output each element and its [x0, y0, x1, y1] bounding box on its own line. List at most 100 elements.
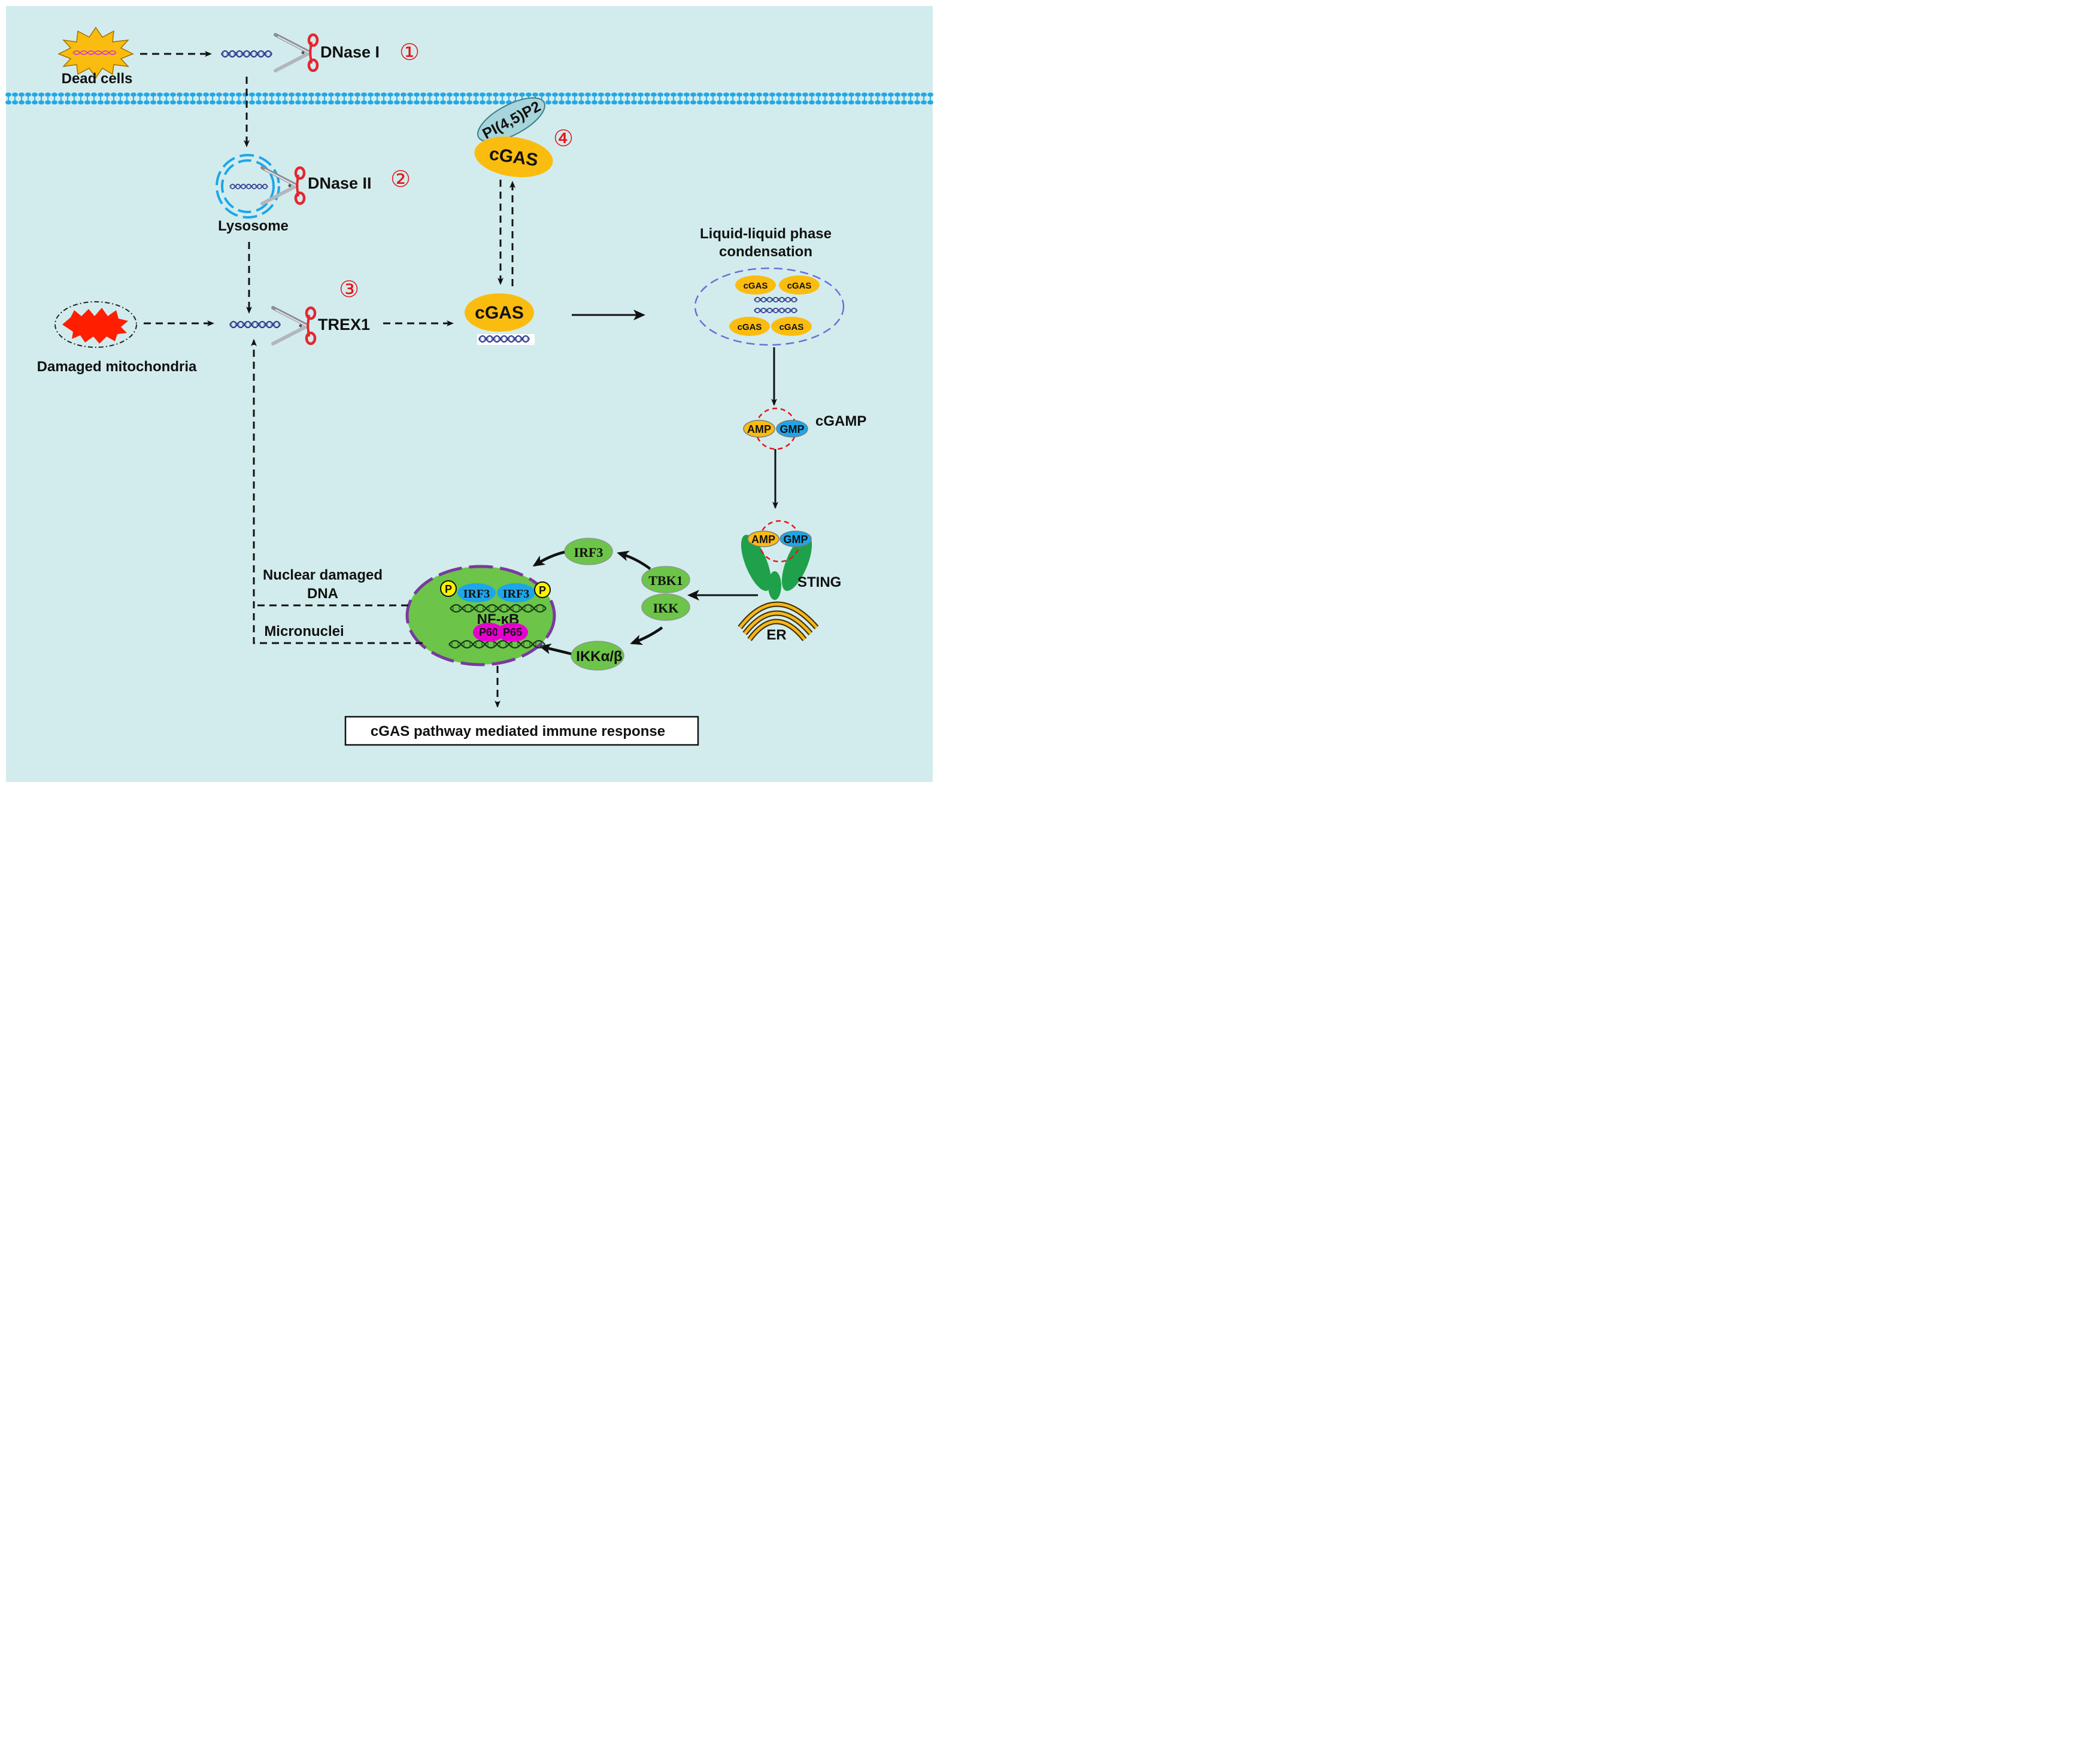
lipid-head — [137, 100, 143, 105]
lipid-head — [908, 100, 914, 105]
lipid-head — [493, 100, 499, 105]
lipid-head — [671, 100, 677, 105]
lipid-head — [32, 92, 38, 97]
lipid-head — [782, 100, 788, 105]
lipid-head — [664, 100, 670, 105]
lipid-head — [229, 100, 235, 105]
lipid-head — [480, 92, 486, 97]
lipid-head — [12, 92, 18, 97]
lipid-head — [624, 92, 630, 97]
lipid-head — [815, 92, 821, 97]
lipid-head — [315, 100, 321, 105]
lipid-head — [486, 100, 492, 105]
lipid-head — [631, 92, 637, 97]
tbk1-node — [641, 566, 690, 593]
lipid-head — [381, 92, 387, 97]
lipid-head — [58, 92, 64, 97]
svg-text:AMP: AMP — [751, 534, 775, 545]
irf3-nuclear-node — [497, 583, 535, 602]
lipid-head — [717, 92, 723, 97]
lipid-head — [631, 100, 637, 105]
lipid-head — [611, 92, 617, 97]
svg-text:GMP: GMP — [779, 423, 804, 435]
lipid-head — [256, 100, 262, 105]
lipid-head — [506, 92, 512, 97]
lipid-head — [651, 92, 657, 97]
lipid-head — [170, 100, 176, 105]
lipid-head — [611, 100, 617, 105]
lipid-head — [894, 100, 900, 105]
lipid-head — [104, 92, 110, 97]
lipid-head — [196, 100, 202, 105]
lipid-head — [183, 100, 189, 105]
lipid-head — [526, 92, 532, 97]
lipid-head — [131, 100, 137, 105]
lipid-head — [12, 100, 18, 105]
ikkab-to-nucleus-arrow — [539, 643, 572, 656]
svg-text:IRF3: IRF3 — [463, 587, 490, 601]
lipid-head — [236, 92, 242, 97]
lipid-head — [131, 92, 137, 97]
lipid-head — [829, 92, 835, 97]
lipid-head — [177, 100, 183, 105]
lipid-head — [855, 92, 861, 97]
lipid-head — [150, 100, 156, 105]
lipid-head — [493, 92, 499, 97]
lipid-head — [499, 92, 505, 97]
step-2-number: ② — [390, 166, 411, 192]
irf3-cytoplasmic-node — [564, 538, 613, 565]
lipid-head — [809, 100, 815, 105]
cgas-membrane-bound: cGAS — [474, 137, 553, 177]
nuclear-damaged-dna-label-line2: DNA — [307, 586, 338, 602]
lipid-head — [822, 92, 828, 97]
lipid-head — [921, 92, 927, 97]
lipid-head — [84, 100, 90, 105]
trex1-label: TREX1 — [318, 316, 370, 334]
lipid-head — [269, 100, 275, 105]
lipid-head — [532, 92, 538, 97]
lipid-head — [348, 92, 354, 97]
cgas-pathway-diagram: Dead cells DNase I ① DNase II ② Lysosome… — [5, 6, 933, 782]
lipid-head — [644, 100, 650, 105]
er-label: ER — [766, 627, 786, 643]
lipid-head — [124, 92, 130, 97]
lipid-head — [51, 92, 57, 97]
lipid-head — [664, 92, 670, 97]
lipid-head — [618, 100, 624, 105]
lipid-head — [262, 92, 268, 97]
lipid-head — [756, 100, 762, 105]
lipid-head — [572, 100, 578, 105]
lipid-head — [618, 92, 624, 97]
lipid-head — [117, 100, 123, 105]
lipid-head — [25, 100, 31, 105]
nucleus-envelope — [405, 565, 556, 666]
ikk-to-ikkab-arrow — [630, 626, 663, 645]
lipid-head — [124, 100, 130, 105]
lipid-head — [519, 92, 525, 97]
lipid-head — [921, 100, 927, 105]
lipid-head — [262, 100, 268, 105]
lipid-head — [769, 100, 775, 105]
lipid-head — [427, 92, 433, 97]
irf3-to-nucleus-arrow — [532, 550, 565, 567]
lipid-head — [374, 92, 380, 97]
lipid-head — [111, 92, 117, 97]
lipid-head — [256, 92, 262, 97]
lipid-head — [289, 92, 295, 97]
lipid-head — [190, 100, 196, 105]
lipid-head — [868, 92, 874, 97]
lipid-head — [210, 92, 216, 97]
lipid-head — [295, 100, 301, 105]
lipid-head — [269, 92, 275, 97]
dnase2-label: DNase II — [308, 174, 372, 192]
lipid-head — [901, 100, 907, 105]
lipid-head — [236, 100, 242, 105]
nuclear-damaged-dna-label-line1: Nuclear damaged — [263, 567, 383, 583]
lipid-head — [38, 100, 44, 105]
lipid-head — [545, 92, 551, 97]
lipid-head — [710, 100, 716, 105]
lipid-head — [598, 100, 604, 105]
lipid-head — [453, 92, 459, 97]
lipid-head — [565, 92, 571, 97]
lipid-head — [216, 92, 222, 97]
